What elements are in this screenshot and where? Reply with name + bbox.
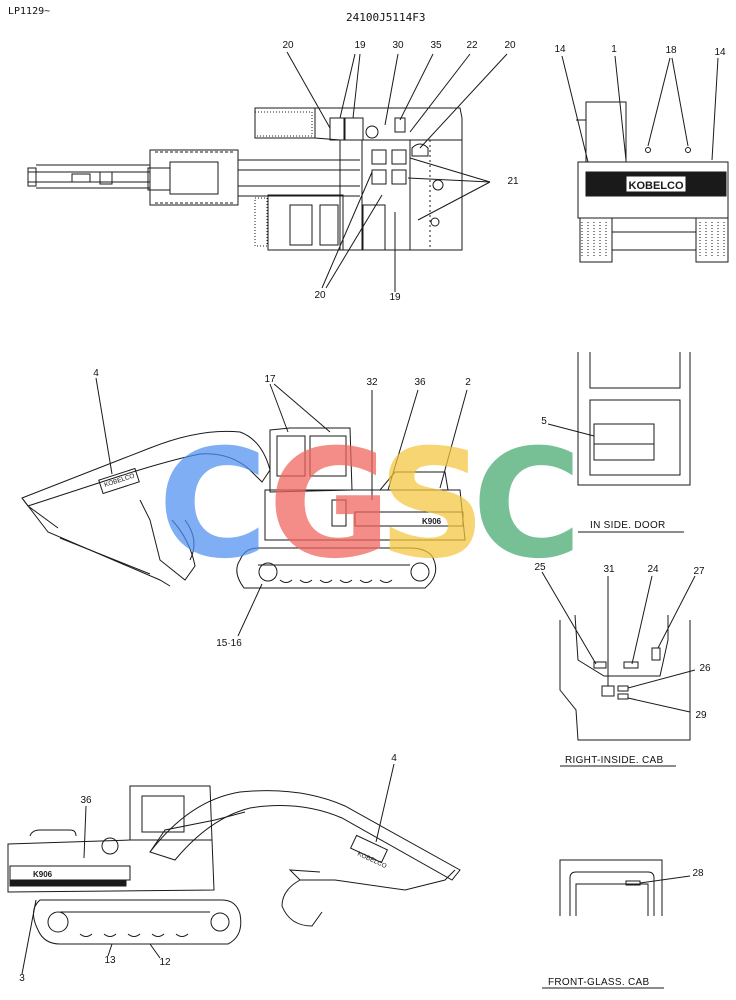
callout-left-2: 2 xyxy=(465,377,471,388)
left-side-view-drawing xyxy=(21,377,468,637)
callout-door-5: 5 xyxy=(541,416,547,427)
callout-top-20a: 20 xyxy=(282,40,294,51)
right-model-decal-text: K906 xyxy=(33,870,53,879)
callout-cab-27: 27 xyxy=(693,566,705,577)
callout-left-32: 32 xyxy=(366,377,378,388)
callout-top-20c: 20 xyxy=(314,290,326,301)
header-left-code: LP1129~ xyxy=(8,6,51,17)
callout-right-4: 4 xyxy=(391,753,397,764)
callout-top-19b: 19 xyxy=(389,292,401,303)
rear-brand-decal-text: KOBELCO xyxy=(629,180,684,192)
watermark-letter-s: S xyxy=(378,418,487,592)
callout-top-22: 22 xyxy=(466,40,478,51)
boom-decal-text: KOBELCO xyxy=(103,473,135,489)
watermark-letter-g: G xyxy=(268,418,392,592)
callout-top-21: 21 xyxy=(507,176,519,187)
caption-inside-door: IN SIDE. DOOR xyxy=(590,520,666,531)
watermark-letter-c2: C xyxy=(472,418,583,592)
watermark-letter-c1: C xyxy=(158,418,269,592)
callout-glass-28: 28 xyxy=(692,868,704,879)
rear-view-drawing xyxy=(561,55,729,263)
callout-rear-14b: 14 xyxy=(714,47,726,58)
drawing-number: 24100J5114F3 xyxy=(346,11,426,24)
callout-right-3: 3 xyxy=(19,973,25,984)
top-view-drawing xyxy=(27,51,508,292)
right-side-view-drawing xyxy=(7,763,461,975)
callout-cab-29: 29 xyxy=(695,710,707,721)
callout-left-15-16: 15·16 xyxy=(216,638,242,649)
callout-left-4: 4 xyxy=(93,368,99,379)
callout-rear-1: 1 xyxy=(611,44,617,55)
caption-right-inside-cab: RIGHT-INSIDE. CAB xyxy=(565,755,664,766)
callout-right-12: 12 xyxy=(159,957,171,968)
callout-right-36: 36 xyxy=(80,795,92,806)
callout-cab-25: 25 xyxy=(534,562,546,573)
callout-top-35: 35 xyxy=(430,40,442,51)
inside-door-drawing xyxy=(547,352,691,533)
callout-cab-31: 31 xyxy=(603,564,615,575)
callout-right-13: 13 xyxy=(104,955,116,966)
callout-top-19a: 19 xyxy=(354,40,366,51)
right-inside-cab-drawing xyxy=(541,571,696,767)
callout-cab-26: 26 xyxy=(699,663,711,674)
callout-cab-24: 24 xyxy=(647,564,659,575)
front-glass-cab-drawing xyxy=(542,859,691,989)
callout-top-20b: 20 xyxy=(504,40,516,51)
callout-left-17: 17 xyxy=(264,374,276,385)
caption-front-glass-cab: FRONT-GLASS. CAB xyxy=(548,977,650,988)
callout-rear-14a: 14 xyxy=(554,44,566,55)
side-model-decal-text: K906 xyxy=(422,517,442,526)
callout-top-30: 30 xyxy=(392,40,404,51)
callout-rear-18: 18 xyxy=(665,45,677,56)
callout-left-36: 36 xyxy=(414,377,426,388)
